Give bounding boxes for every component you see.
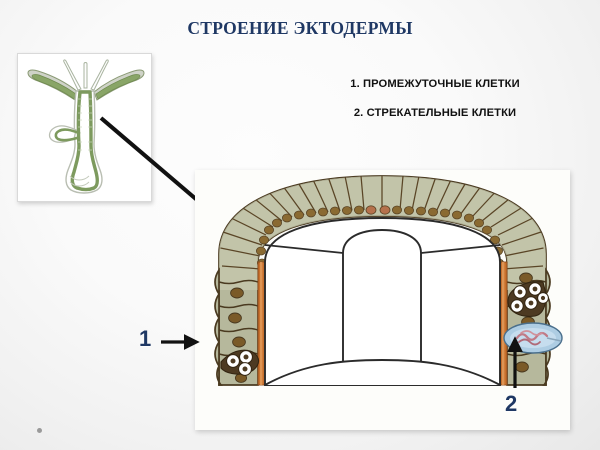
page-title: СТРОЕНИЕ ЭКТОДЕРМЫ [187,18,413,38]
interstitial-cells-cluster-left [220,349,260,376]
dome-nuclei [256,205,504,268]
callout-label-2: 2 [505,391,518,416]
legend-list: 1. ПРОМЕЖУТОЧНЫЕ КЛЕТКИ 2. СТРЕКАТЕЛЬНЫЕ… [305,78,565,120]
ectoderm-diagram-image [195,170,570,430]
stinging-cell [503,322,563,354]
ectoderm-cross-section-drawing [195,170,570,430]
legend-item-1: 1. ПРОМЕЖУТОЧНЫЕ КЛЕТКИ [350,78,520,90]
body-cavity [264,217,501,386]
hydra-tentacles [27,59,145,101]
hydra-body [48,90,103,194]
hydra-drawing [18,54,151,201]
legend-item-2: 2. СТРЕКАТЕЛЬНЫЕ КЛЕТКИ [353,107,517,120]
callout-label-1: 1 [139,326,152,351]
interstitial-cells-cluster-right [507,281,549,317]
hydra-inset-image [17,53,152,202]
dot-icon [37,428,42,433]
